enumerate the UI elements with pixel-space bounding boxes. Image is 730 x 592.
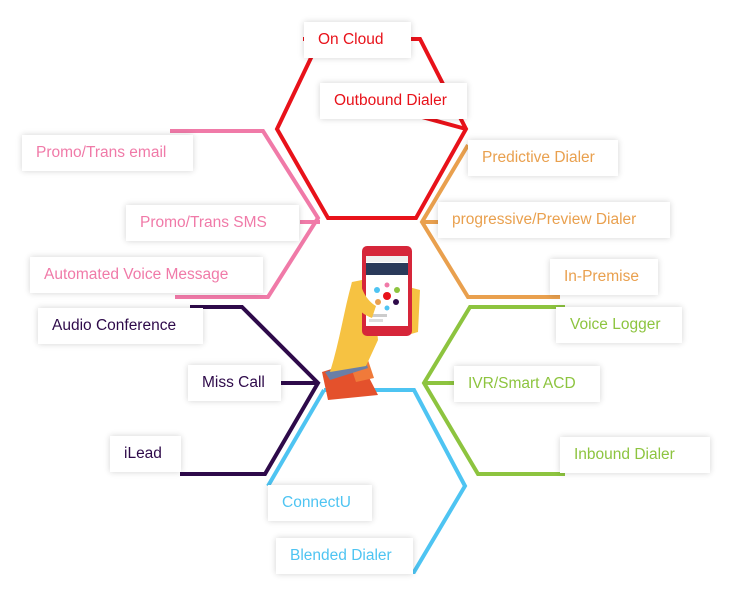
ivr-acd-label: IVR/Smart ACD	[454, 366, 600, 402]
outbound-dialer-label: Outbound Dialer	[320, 83, 467, 119]
audio-conference-label: Audio Conference	[38, 308, 203, 344]
orange-hexagon-connector	[419, 143, 560, 299]
automated-voice-label: Automated Voice Message	[30, 257, 263, 293]
voice-logger-label: Voice Logger	[556, 307, 682, 343]
promo-sms-label: Promo/Trans SMS	[126, 205, 299, 241]
ilead-label: iLead	[110, 436, 181, 472]
progressive-dialer-label: progressive/Preview Dialer	[438, 202, 670, 238]
blended-dialer-label: Blended Dialer	[276, 538, 413, 574]
pink-hexagon-connector	[170, 129, 321, 299]
blue-connectu-connector	[266, 388, 326, 488]
promo-email-label: Promo/Trans email	[22, 135, 193, 171]
in-premise-label: In-Premise	[550, 259, 658, 295]
on-cloud-label: On Cloud	[304, 22, 411, 58]
miss-call-label: Miss Call	[188, 365, 281, 401]
predictive-dialer-label: Predictive Dialer	[468, 140, 618, 176]
connectu-label: ConnectU	[268, 485, 372, 521]
red-hexagon-connector	[274, 37, 469, 220]
hand-phone-icon	[322, 246, 420, 400]
inbound-dialer-label: Inbound Dialer	[560, 437, 710, 473]
